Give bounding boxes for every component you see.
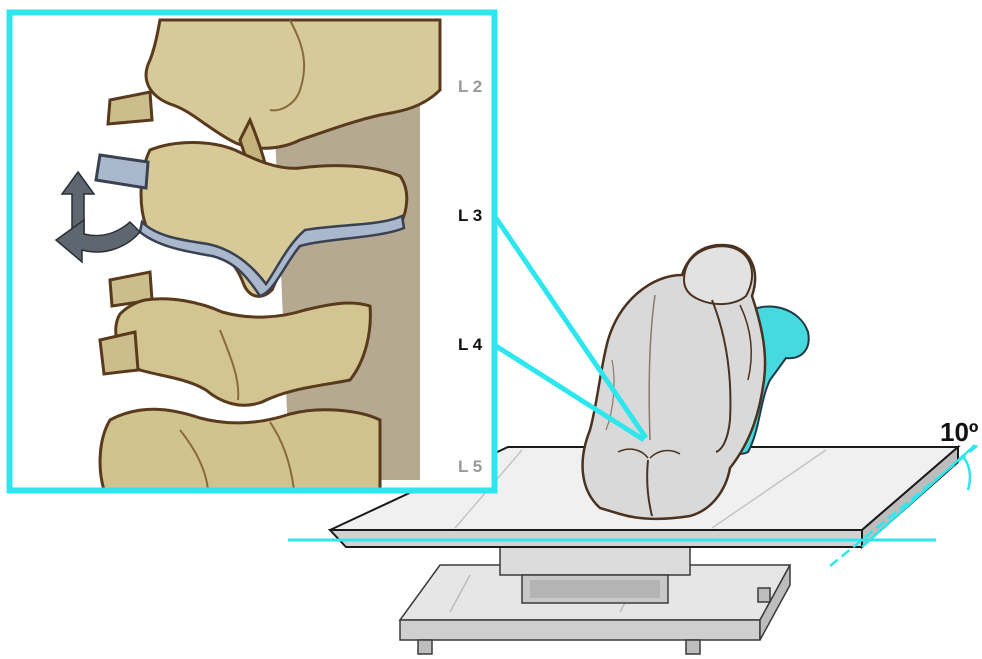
label-l5: L 5 xyxy=(458,457,482,476)
spine-inset: L 2 L 3 L 4 L 5 xyxy=(8,11,496,492)
label-l2: L 2 xyxy=(458,77,482,96)
imaging-table-column xyxy=(500,545,690,603)
label-l3: L 3 xyxy=(458,206,482,225)
label-l4: L 4 xyxy=(458,335,483,354)
tilt-angle-label: 10º xyxy=(940,417,979,447)
patient-head xyxy=(684,246,752,304)
